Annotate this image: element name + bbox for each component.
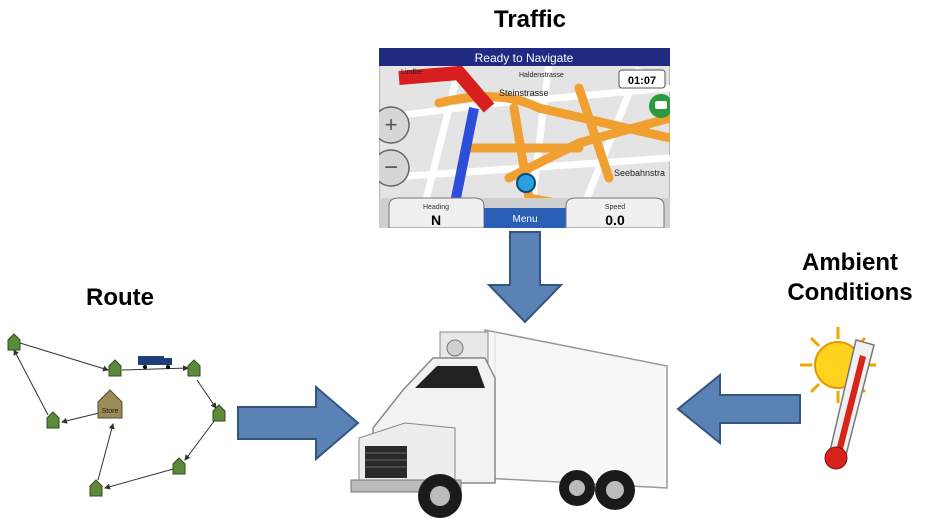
ambient-title-line1: Ambient <box>802 249 898 276</box>
gps-header-text: Ready to Navigate <box>475 51 574 65</box>
gps-navigation-screen: Ready to Navigate Steinstrasse Haldenstr… <box>379 48 670 228</box>
speed-label: Speed <box>605 204 625 211</box>
menu-button: Menu <box>512 214 537 225</box>
traffic-title: Traffic <box>493 6 567 33</box>
route-map: Store <box>7 333 226 497</box>
zoom-in-icon <box>379 106 410 144</box>
store-label: Store <box>102 408 119 415</box>
house-icon <box>187 359 201 377</box>
house-icon <box>7 333 21 351</box>
house-icon <box>172 457 186 475</box>
heading-value: N <box>431 212 441 228</box>
store-icon <box>97 389 123 419</box>
speed-value: 0.0 <box>605 212 625 228</box>
zoom-out-icon <box>379 149 410 187</box>
ambient-conditions-title: Ambient Conditions <box>770 248 929 308</box>
svg-text:−: − <box>384 154 398 181</box>
street-label-corner: Lindbe <box>401 69 422 76</box>
car-position-icon <box>516 173 536 193</box>
refrigerated-truck <box>350 329 668 518</box>
small-truck-icon <box>138 356 172 369</box>
route-title: Route <box>86 284 154 311</box>
heading-label: Heading <box>423 204 449 211</box>
house-icon <box>89 479 103 497</box>
right-arrow <box>237 385 360 461</box>
street-label-seebahnstrasse: Seebahnstra <box>614 168 665 178</box>
gps-time: 01:07 <box>628 75 656 87</box>
svg-text:+: + <box>385 112 398 137</box>
house-icon <box>212 404 226 422</box>
house-icon <box>108 359 122 377</box>
house-icon <box>46 411 60 429</box>
street-label-haldenstrasse: Haldenstrasse <box>519 72 564 79</box>
down-arrow <box>486 231 564 324</box>
street-label-steinstrasse: Steinstrasse <box>499 88 549 98</box>
ambient-title-line2: Conditions <box>787 279 913 306</box>
sun-thermometer-icon <box>800 327 876 470</box>
left-arrow <box>676 373 801 445</box>
